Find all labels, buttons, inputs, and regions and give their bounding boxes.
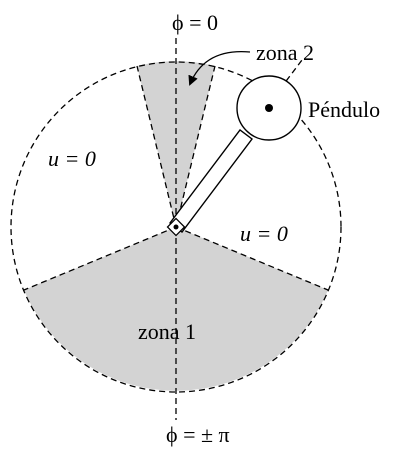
pendulum-label: Péndulo [308, 97, 380, 122]
zona-2-label: zona 2 [256, 40, 314, 65]
phi-top-label: ϕ = 0 [172, 10, 218, 35]
zona-1-left-edge [23, 226, 177, 291]
zona-2-left-edge [136, 65, 177, 228]
pivot-dot [173, 224, 179, 230]
u-left-label: u = 0 [48, 146, 96, 171]
pendulum-bob-center-dot [265, 104, 273, 112]
zona-1-label: zona 1 [138, 319, 196, 344]
zona-2-arrow [188, 50, 251, 86]
zona-2-right-edge [175, 65, 216, 228]
zona-1-right-edge [175, 226, 329, 291]
boundary-circle [10, 61, 342, 393]
u-right-label: u = 0 [240, 221, 288, 246]
phi-bottom-label: ϕ = ± π [166, 422, 230, 447]
zona-2-region [137, 61, 215, 228]
